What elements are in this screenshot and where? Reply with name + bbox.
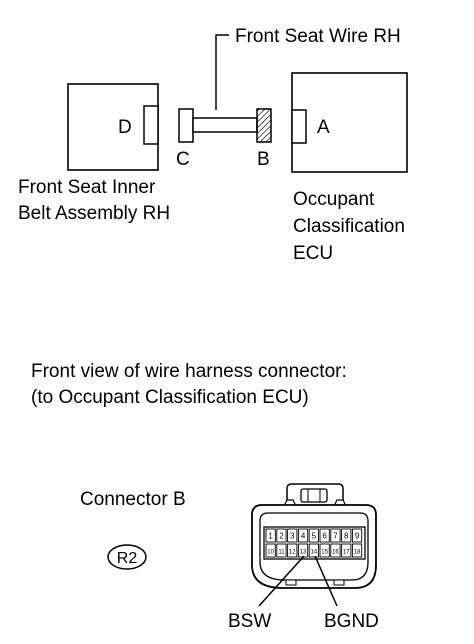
connector-pin-number: 3 — [290, 532, 295, 541]
front-view-caption-line1: Front view of wire harness connector: — [31, 361, 347, 382]
ecu-name-line2: Classification — [293, 216, 405, 237]
belt-assembly-name-line2: Belt Assembly RH — [18, 203, 170, 224]
connector-pin — [319, 528, 330, 543]
connector-pin — [308, 543, 319, 558]
connector-pin-number: 15 — [321, 550, 328, 556]
connector-b — [256, 108, 272, 143]
connector-pin — [287, 543, 298, 558]
connector-pin — [341, 543, 352, 558]
connector-pin-number: 14 — [311, 550, 318, 556]
connector-pin-number: 17 — [343, 550, 350, 556]
connector-pin-number: 18 — [354, 550, 361, 556]
connector-pin-number: 7 — [333, 532, 338, 541]
belt-assembly-name-line1: Front Seat Inner — [18, 177, 156, 198]
connector-key-left — [285, 579, 297, 586]
connector-pin — [319, 543, 330, 558]
wire-title: Front Seat Wire RH — [235, 26, 401, 47]
wire-title-leader — [215, 34, 229, 110]
connector-pin — [330, 543, 341, 558]
connector-pin — [287, 528, 298, 543]
connector-pin-number: 11 — [278, 550, 285, 556]
connector-b-label: B — [257, 149, 270, 170]
connector-pin — [308, 528, 319, 543]
connector-pin-number: 13 — [300, 550, 307, 556]
connector-pin — [297, 528, 309, 543]
connector-latch-tab — [300, 488, 328, 503]
connector-pin-number: 1 — [268, 532, 273, 541]
wire-harness — [192, 117, 258, 133]
connector-c-label: C — [176, 149, 190, 170]
pin-label-bgnd: BGND — [324, 611, 379, 632]
connector-a-socket — [291, 109, 307, 144]
connector-code-label: R2 — [117, 550, 138, 567]
connector-pin — [265, 543, 276, 558]
connector-pin-number: 6 — [322, 532, 327, 541]
connector-pin — [341, 528, 352, 543]
front-view-caption-line2: (to Occupant Classification ECU) — [31, 387, 309, 408]
bsw-leader-line — [258, 555, 305, 607]
connector-c — [178, 108, 194, 143]
connector-pin — [351, 528, 363, 543]
connector-pin-number: 2 — [279, 532, 284, 541]
connector-pin — [276, 528, 287, 543]
connector-d-label: D — [118, 117, 132, 138]
belt-assembly-box — [67, 83, 159, 171]
connector-pin-number: 12 — [289, 550, 296, 556]
connector-pin-number: 8 — [344, 532, 349, 541]
connector-pin-number: 16 — [332, 550, 339, 556]
connector-d-socket — [143, 105, 159, 145]
connector-detail-title: Connector B — [80, 489, 186, 510]
ecu-name-line3: ECU — [293, 243, 333, 264]
connector-pin-number: 5 — [312, 532, 317, 541]
connector-pin — [330, 528, 341, 543]
connector-pin — [351, 543, 363, 558]
connector-pin-number: 10 — [267, 550, 274, 556]
connector-pin-number: 4 — [301, 532, 306, 541]
ecu-name-line1: Occupant — [293, 189, 375, 210]
connector-pin — [265, 528, 276, 543]
connector-pin — [276, 543, 287, 558]
connector-a-label: A — [317, 117, 330, 138]
ecu-box — [291, 72, 408, 173]
bgnd-leader-line — [314, 555, 338, 607]
connector-pin-number: 9 — [355, 532, 360, 541]
connector-code-oval — [107, 544, 147, 570]
connector-key-right — [333, 579, 345, 586]
pin-label-bsw: BSW — [228, 611, 271, 632]
